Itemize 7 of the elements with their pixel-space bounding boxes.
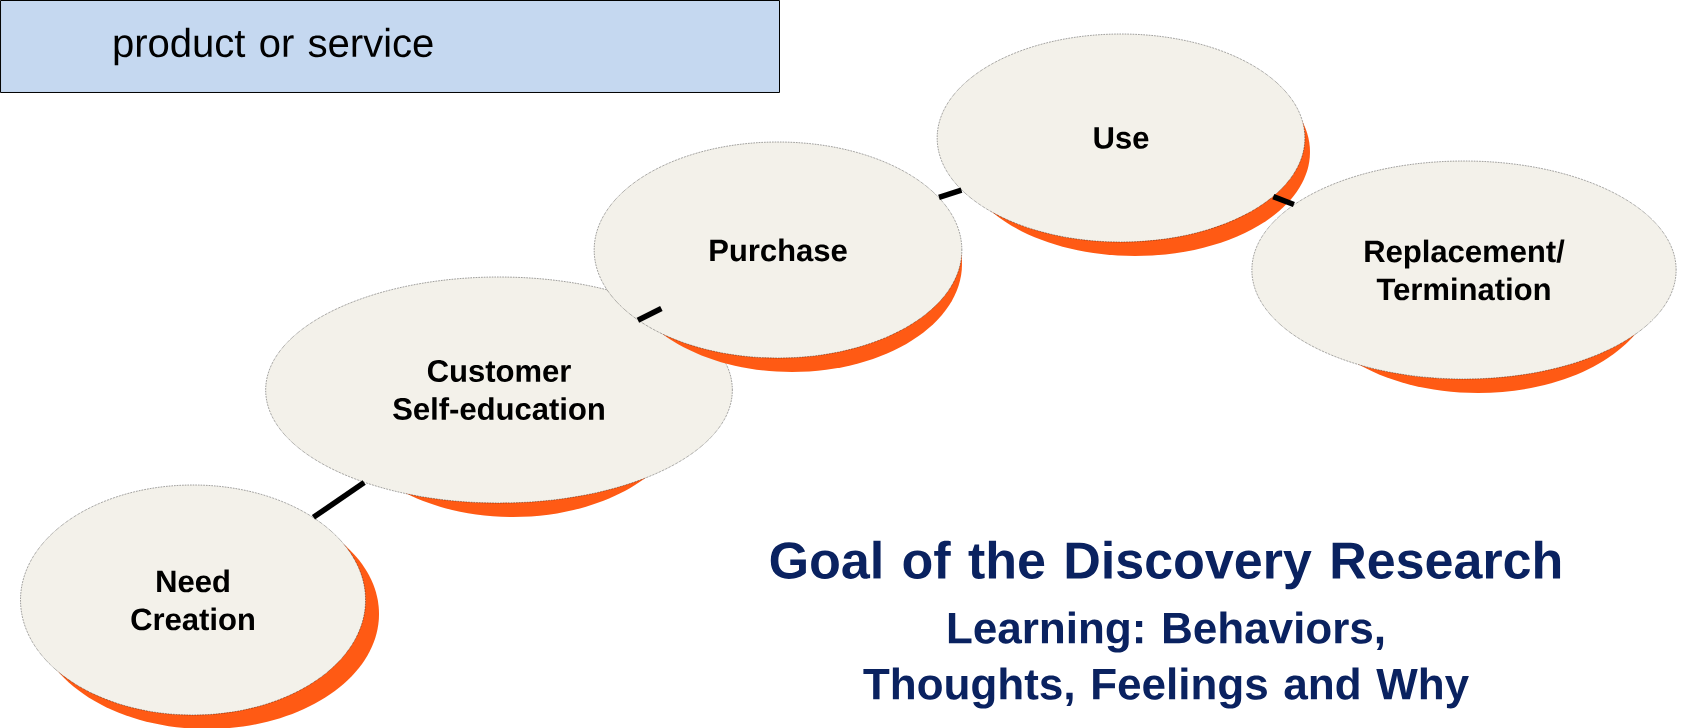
connector-line xyxy=(311,480,366,520)
text-box: product or service xyxy=(0,0,780,93)
heading-text: Goal of the Discovery Research xyxy=(770,540,1561,590)
heading-text: Learning: Behaviors, Thoughts, Feelings and Why xyxy=(863,611,1469,709)
connector-line xyxy=(1272,194,1295,208)
connector-line xyxy=(938,187,963,201)
connector-line xyxy=(636,306,663,323)
